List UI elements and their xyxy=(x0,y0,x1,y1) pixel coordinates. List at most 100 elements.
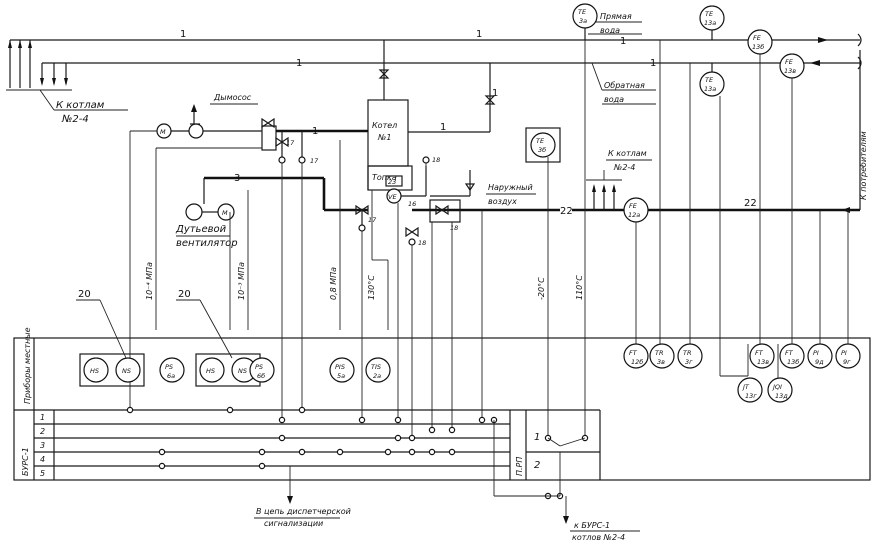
valve-17-top: 17 xyxy=(275,131,295,164)
hs-ns-group-right: HS NS xyxy=(195,353,261,387)
svg-text:HS: HS xyxy=(90,367,99,375)
pi9g-index: 9г xyxy=(843,358,851,366)
ft13d-tag: FT xyxy=(785,349,794,357)
setting-label: 110°C xyxy=(575,275,584,300)
supply-water-label2: вода xyxy=(600,26,620,35)
setting-label: 10⁻³ МПа xyxy=(237,262,246,300)
prp-row-number: 2 xyxy=(534,460,540,471)
line-number: 1 xyxy=(476,29,482,40)
setting-label: 10⁻⁴ МПа xyxy=(145,262,154,300)
svg-text:№1: №1 xyxy=(377,133,391,142)
supply-water-label: Прямая xyxy=(600,12,632,21)
connection-dot xyxy=(278,416,286,424)
jqi13-tag: JQI xyxy=(771,383,782,391)
svg-text:TE: TE xyxy=(578,8,587,16)
connection-dot xyxy=(298,406,306,414)
svg-text:Топка: Топка xyxy=(372,173,397,182)
svg-text:23: 23 xyxy=(388,178,396,186)
svg-text:NS: NS xyxy=(122,367,131,375)
tr3v-tag: TR xyxy=(655,349,664,357)
setting-label: 0,8 МПа xyxy=(329,267,338,300)
svg-text:1: 1 xyxy=(312,126,318,137)
line-number: 1 xyxy=(650,58,656,69)
fe13b-instrument: FE 13б xyxy=(747,29,773,55)
blower-label2: вентилятор xyxy=(176,238,238,249)
svg-text:16: 16 xyxy=(408,200,416,208)
svg-text:18: 18 xyxy=(432,156,440,164)
ft13d-index: 13б xyxy=(787,358,799,366)
connection-dot xyxy=(428,448,436,456)
local-instruments-label: Приборы местные xyxy=(23,327,32,404)
connection-dot xyxy=(394,434,402,442)
svg-text:1: 1 xyxy=(440,122,446,133)
dispatch-label2: сигнализации xyxy=(264,519,323,528)
panel-connection-dots xyxy=(126,406,589,500)
tr3g-tag: TR xyxy=(683,349,692,357)
connection-dot xyxy=(478,416,486,424)
svg-text:3а: 3а xyxy=(579,17,587,25)
svg-text:3: 3 xyxy=(234,173,240,184)
to-consumers-label: К потребителям xyxy=(859,131,868,200)
connection-dot xyxy=(258,462,266,470)
tis2a-tag: TIS xyxy=(371,363,381,371)
connection-dot xyxy=(394,416,402,424)
ps6a-tag: PS xyxy=(165,363,173,371)
svg-text:12а: 12а xyxy=(628,211,640,219)
svg-text:TE: TE xyxy=(705,76,714,84)
ps6b-index: 6б xyxy=(257,372,265,380)
prp-label: П.РП xyxy=(515,457,524,476)
line-number: 1 xyxy=(180,29,186,40)
svg-text:3б: 3б xyxy=(538,146,546,154)
te13a-instrument: TE 13а xyxy=(699,63,725,97)
ps6b-tag: PS xyxy=(255,363,263,371)
connection-dot xyxy=(384,448,392,456)
blower-label: Дутьевой xyxy=(175,224,227,235)
to-boilers-mid-nums: №2-4 xyxy=(613,163,635,172)
to-burs-label: к БУРС-1 xyxy=(574,521,610,530)
ft13g-tag: FT xyxy=(755,349,764,357)
svg-text:FE: FE xyxy=(629,202,638,210)
blower-fan: M 3 xyxy=(185,173,368,221)
row-number: 5 xyxy=(40,469,45,478)
smoke-exhauster-label: Дымосос xyxy=(213,93,252,102)
svg-text:NS: NS xyxy=(238,367,247,375)
to-boilers-nums: №2-4 xyxy=(61,114,89,125)
connection-dot xyxy=(408,448,416,456)
tis2a-index: 2а xyxy=(373,372,381,380)
connection-dot xyxy=(336,448,344,456)
te13a-top-instrument: TE 13а xyxy=(699,5,725,40)
svg-text:13а: 13а xyxy=(704,85,716,93)
valve-17-mid: 17 xyxy=(298,131,319,165)
jqi13-index: 13д xyxy=(775,392,788,400)
motor-icon: M xyxy=(160,128,166,136)
svg-text:13а: 13а xyxy=(704,19,716,27)
outdoor-air-label: Наружный xyxy=(488,183,533,192)
svg-text:17: 17 xyxy=(310,157,319,165)
svg-text:M: M xyxy=(222,209,228,217)
return-water-label2: вода xyxy=(604,95,624,104)
line-number: 1 xyxy=(296,58,302,69)
svg-text:FE: FE xyxy=(785,58,794,66)
svg-text:HS: HS xyxy=(206,367,215,375)
return-water-header: 1 1 xyxy=(42,56,862,70)
pis5a-tag: PIS xyxy=(335,363,345,371)
svg-text:22: 22 xyxy=(560,206,573,217)
svg-text:Котел: Котел xyxy=(372,121,397,130)
te3b-tag: TE xyxy=(536,137,545,145)
te3a-instrument: TE 3а xyxy=(572,3,598,40)
svg-text:18: 18 xyxy=(418,239,426,247)
tr3v-index: 3в xyxy=(657,358,665,366)
connection-dot xyxy=(278,434,286,442)
connection-dot xyxy=(448,448,456,456)
ft12b-index: 12б xyxy=(631,358,643,366)
connection-dot xyxy=(448,426,456,434)
return-water-label: Обратная xyxy=(604,81,645,90)
tr3g-index: 3г xyxy=(685,358,693,366)
connection-dot xyxy=(298,448,306,456)
